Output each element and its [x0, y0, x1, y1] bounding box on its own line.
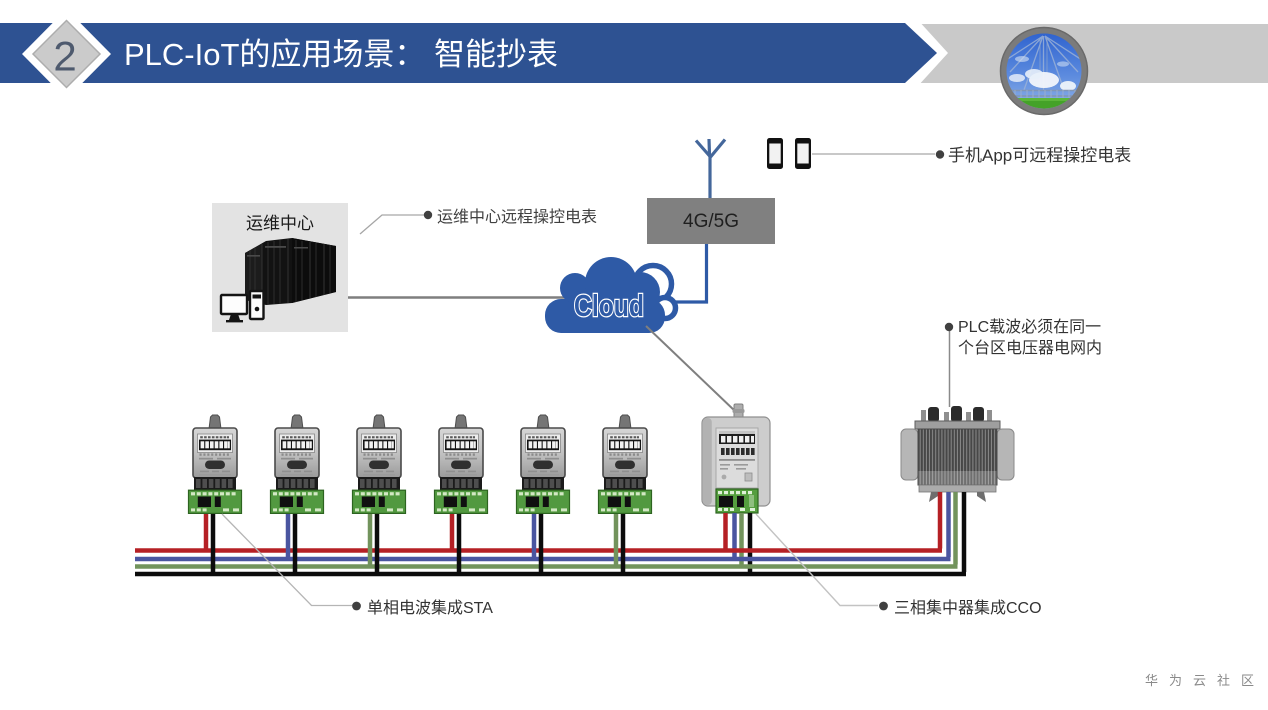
svg-text:Cloud: Cloud	[574, 288, 644, 323]
svg-text:2: 2	[53, 33, 76, 80]
